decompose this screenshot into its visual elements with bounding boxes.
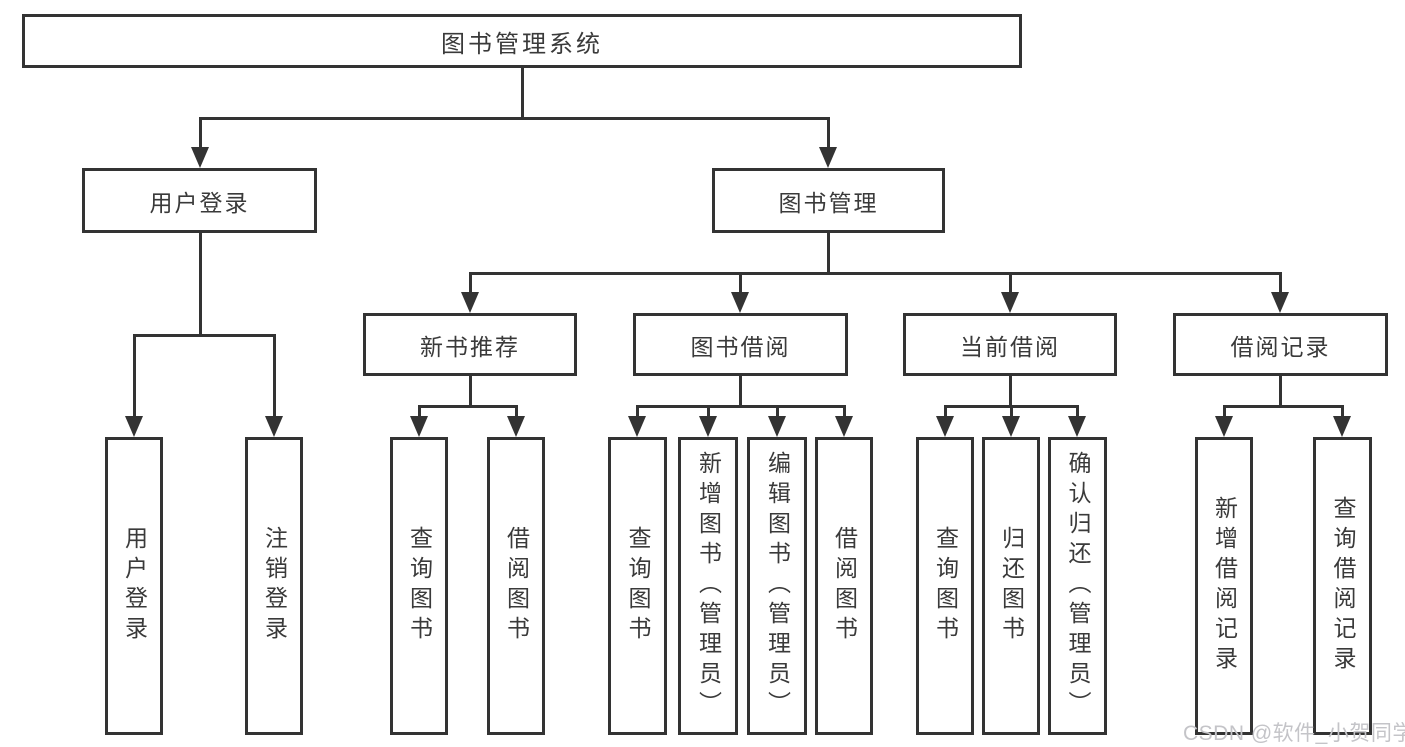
connector-arrow-line	[198, 118, 202, 152]
connector-hline	[468, 271, 1282, 275]
arrowhead-icon	[1002, 416, 1020, 437]
arrowhead-icon	[410, 416, 428, 437]
connector-arrow-line	[775, 406, 779, 421]
leaf-label: 借阅图书	[503, 526, 530, 646]
connector-vline	[1278, 376, 1282, 406]
leaf-borrow-books-recommend: 借阅图书	[487, 437, 545, 735]
connector-arrow-line	[417, 406, 421, 421]
leaf-label: 确认归还（管理员）	[1065, 451, 1091, 721]
leaf-label: 查询借阅记录	[1330, 496, 1356, 676]
connector-vline	[1008, 376, 1012, 406]
leaf-label: 编辑图书（管理员）	[764, 451, 791, 721]
node-book-management: 图书管理	[712, 168, 945, 233]
node-new-book-recommend: 新书推荐	[363, 313, 577, 376]
leaf-label: 查询图书	[406, 526, 433, 646]
leaf-search-borrow-record: 查询借阅记录	[1313, 437, 1372, 735]
node-label: 用户登录	[149, 189, 250, 216]
connector-arrow-line	[635, 406, 639, 421]
node-label: 图书管理系统	[441, 30, 603, 58]
node-borrowing-records: 借阅记录	[1173, 313, 1388, 376]
node-label: 图书管理	[778, 189, 879, 216]
leaf-label: 新增图书（管理员）	[695, 451, 722, 721]
arrowhead-icon	[1271, 292, 1289, 313]
leaf-label: 注销登录	[261, 526, 288, 646]
arrowhead-icon	[628, 416, 646, 437]
connector-vline	[826, 233, 830, 273]
node-label: 借阅记录	[1230, 333, 1331, 360]
leaf-label: 借阅图书	[831, 526, 858, 646]
connector-arrow-line	[1340, 406, 1344, 421]
connector-arrow-line	[272, 335, 276, 421]
arrowhead-icon	[125, 416, 143, 437]
leaf-borrow-books-borrowing: 借阅图书	[815, 437, 873, 735]
connector-arrow-line	[132, 335, 136, 421]
connector-arrow-line	[1008, 273, 1012, 297]
arrowhead-icon	[936, 416, 954, 437]
node-user-login: 用户登录	[82, 168, 317, 233]
connector-arrow-line	[514, 406, 518, 421]
connector-hline	[132, 333, 276, 337]
connector-arrow-line	[826, 118, 830, 152]
connector-arrow-line	[943, 406, 947, 421]
arrowhead-icon	[1001, 292, 1019, 313]
connector-hline	[1222, 404, 1344, 408]
leaf-logout: 注销登录	[245, 437, 303, 735]
leaf-user-login: 用户登录	[105, 437, 163, 735]
connector-arrow-line	[1222, 406, 1226, 421]
arrowhead-icon	[1333, 416, 1351, 437]
leaf-return-book: 归还图书	[982, 437, 1040, 735]
arrowhead-icon	[819, 147, 837, 168]
leaf-search-books-current: 查询图书	[916, 437, 974, 735]
connector-arrow-line	[738, 273, 742, 297]
connector-hline	[417, 404, 518, 408]
connector-hline	[635, 404, 846, 408]
arrowhead-icon	[731, 292, 749, 313]
connector-hline	[198, 116, 830, 120]
arrowhead-icon	[461, 292, 479, 313]
connector-arrow-line	[842, 406, 846, 421]
connector-vline	[520, 68, 524, 118]
node-label: 新书推荐	[420, 333, 520, 360]
leaf-add-book-admin: 新增图书（管理员）	[678, 437, 738, 735]
arrowhead-icon	[699, 416, 717, 437]
leaf-add-borrow-record: 新增借阅记录	[1195, 437, 1253, 735]
leaf-label: 查询图书	[932, 526, 959, 646]
leaf-search-books-recommend: 查询图书	[390, 437, 448, 735]
connector-arrow-line	[1278, 273, 1282, 297]
node-book-borrowing: 图书借阅	[633, 313, 848, 376]
connector-vline	[738, 376, 742, 406]
connector-arrow-line	[468, 273, 472, 297]
connector-arrow-line	[1075, 406, 1079, 421]
connector-arrow-line	[706, 406, 710, 421]
leaf-confirm-return-admin: 确认归还（管理员）	[1048, 437, 1107, 735]
arrowhead-icon	[265, 416, 283, 437]
node-label: 当前借阅	[960, 333, 1060, 360]
leaf-edit-book-admin: 编辑图书（管理员）	[747, 437, 807, 735]
arrowhead-icon	[1068, 416, 1086, 437]
arrowhead-icon	[191, 147, 209, 168]
arrowhead-icon	[507, 416, 525, 437]
arrowhead-icon	[835, 416, 853, 437]
arrowhead-icon	[768, 416, 786, 437]
leaf-label: 新增借阅记录	[1211, 496, 1238, 676]
leaf-label: 查询图书	[625, 526, 651, 646]
leaf-label: 归还图书	[998, 526, 1025, 646]
node-library-management-system: 图书管理系统	[22, 14, 1022, 68]
connector-vline	[468, 376, 472, 406]
arrowhead-icon	[1215, 416, 1233, 437]
node-label: 图书借阅	[690, 333, 791, 360]
connector-arrow-line	[1009, 406, 1013, 421]
leaf-search-books-borrowing: 查询图书	[608, 437, 667, 735]
connector-vline	[198, 233, 202, 335]
leaf-label: 用户登录	[121, 526, 148, 646]
node-current-borrowing: 当前借阅	[903, 313, 1117, 376]
watermark: CSDN @软件_小贺同学	[1183, 722, 1405, 745]
